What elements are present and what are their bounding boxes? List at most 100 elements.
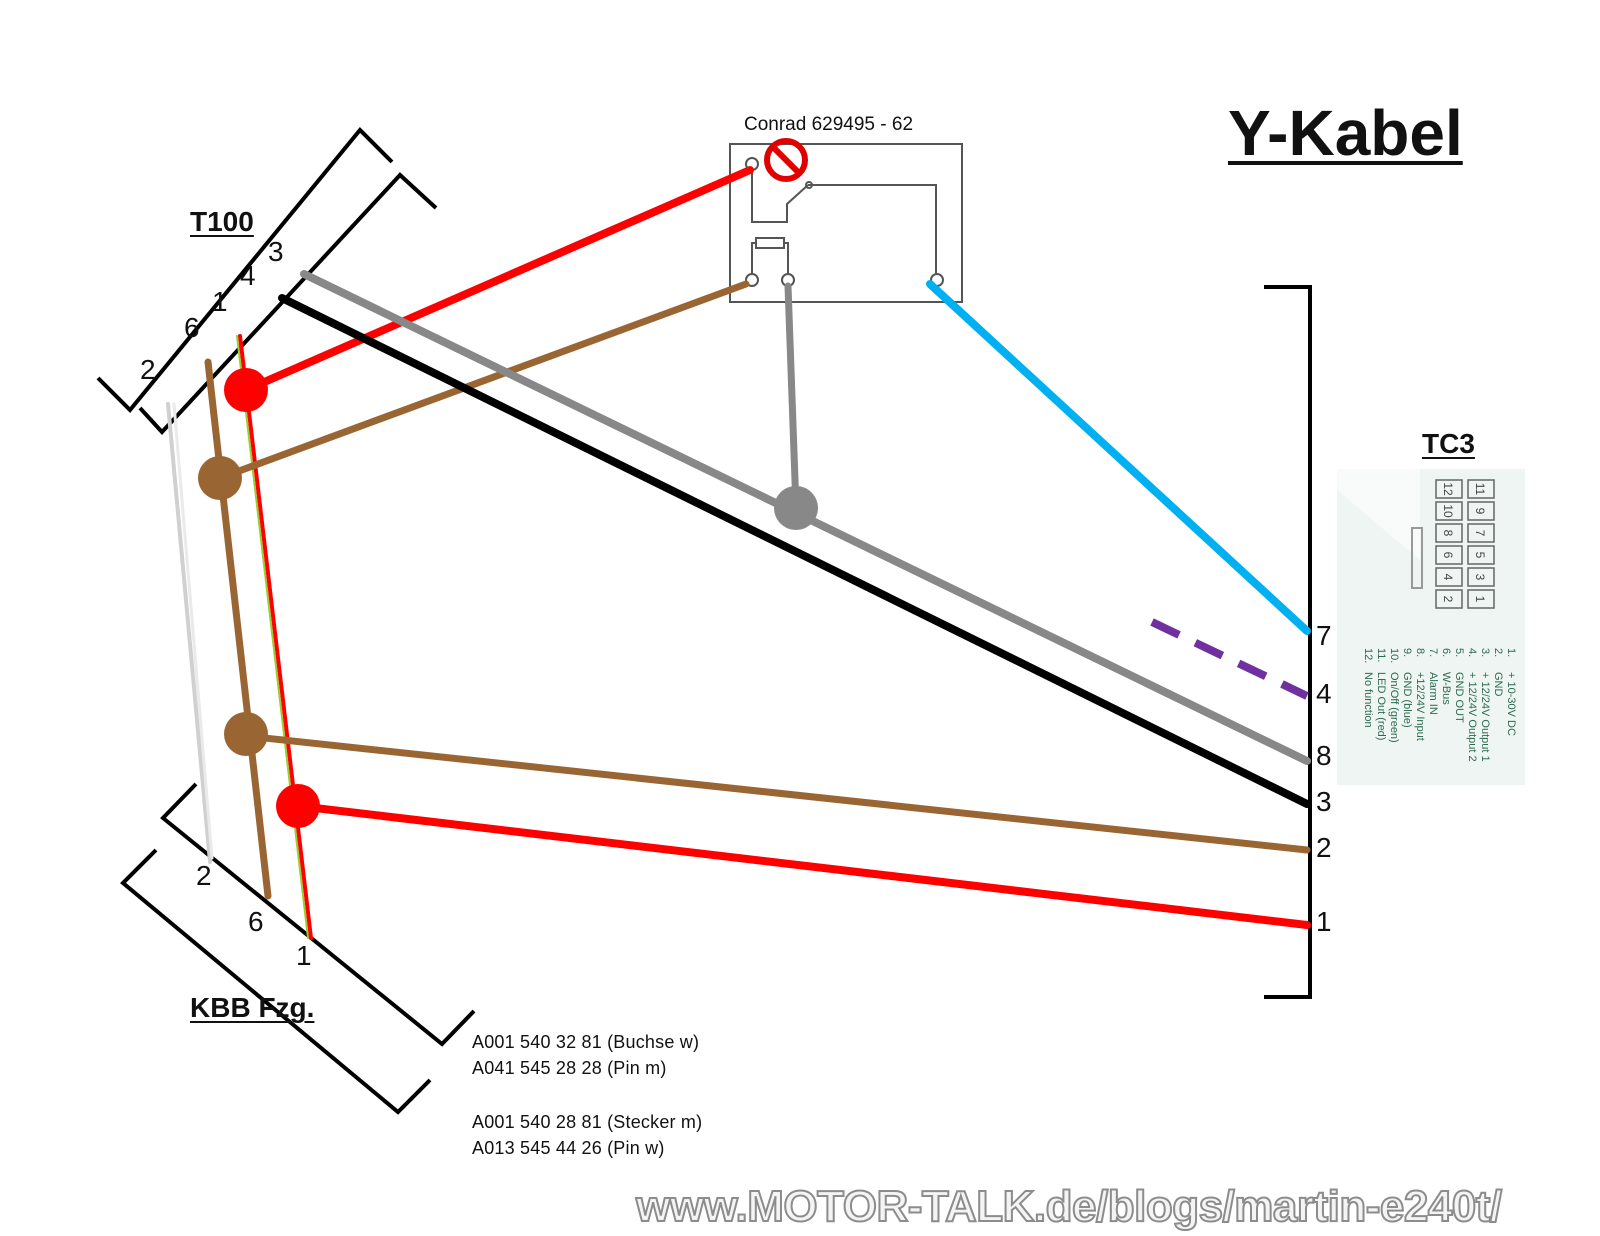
tc3-legend-text: GND <box>1492 672 1504 697</box>
wire-purple-tc3 <box>1150 618 1309 700</box>
tc3-pin-cell <box>1467 523 1495 543</box>
part-number: A041 545 28 28 (Pin m) <box>472 1058 667 1078</box>
kbb-label: KBB Fzg. <box>190 992 315 1023</box>
wire-red-kbb-tc3 <box>294 802 1311 929</box>
tc3-pin-number: 7 <box>1473 530 1487 537</box>
tc3-legend-number: 6. <box>1440 648 1452 657</box>
wire-red-t100-kbb <box>238 334 313 940</box>
tc3-pin-cell <box>1435 589 1463 609</box>
tc3-pin-number: 9 <box>1473 508 1487 515</box>
tc3-legend-number: 4. <box>1466 648 1478 657</box>
wire-gray-relay-splice <box>784 282 800 512</box>
t100-pin: 4 <box>240 260 256 291</box>
tc3-pin-cell <box>1435 523 1463 543</box>
tc3-pin-number: 3 <box>1473 574 1487 581</box>
tc3-pin-number: 6 <box>1441 552 1455 559</box>
wire-white <box>166 402 212 864</box>
tc3-legend-text: Alarm IN <box>1427 672 1439 715</box>
tc3-pin-number: 10 <box>1441 504 1455 518</box>
tc3-pin-cell <box>1467 501 1495 521</box>
wire-brown-t100-kbb <box>204 358 272 900</box>
junction-gray-splice <box>774 486 818 530</box>
tc3-legend-number: 9. <box>1401 648 1413 657</box>
wire-brown-t100-relay <box>216 280 750 482</box>
tc3-legend-text: + 12/24V Output 2 <box>1466 672 1478 762</box>
tc3-pin: 2 <box>1316 832 1332 863</box>
tc3-pin-number: 2 <box>1441 596 1455 603</box>
tc3-pin: 3 <box>1316 786 1332 817</box>
tc3-legend-text: +12/24V Input <box>1414 672 1426 741</box>
tc3-pin-number: 5 <box>1473 552 1487 559</box>
watermark: www.MOTOR-TALK.de/blogs/martin-e240t/ <box>635 1181 1503 1232</box>
wires <box>166 166 1311 940</box>
tc3-legend-number: 10. <box>1388 648 1400 663</box>
junction-brown-bottom <box>224 712 268 756</box>
diagram-title: Y-Kabel <box>1228 97 1463 169</box>
tc3-pin: 1 <box>1316 906 1332 937</box>
tc3-legend-text: On/Off (green) <box>1388 672 1400 743</box>
relay-box <box>729 143 963 303</box>
wire-lightblue-relay-tc3 <box>926 280 1311 635</box>
t100-pin: 6 <box>184 312 200 343</box>
kbb-pin: 1 <box>296 940 312 971</box>
tc3-legend-number: 3. <box>1479 648 1491 657</box>
tc3-pin-cell <box>1467 479 1495 499</box>
tc3-legend-number: 5. <box>1453 648 1465 657</box>
tc3-pin: 7 <box>1316 620 1332 651</box>
tc3-pin-cell <box>1467 545 1495 565</box>
tc3-legend-text: W-Bus <box>1440 672 1452 705</box>
wire-green-stripe <box>236 335 309 939</box>
tc3-pin-number: 11 <box>1473 483 1487 496</box>
tc3-pin-number: 4 <box>1441 574 1455 581</box>
tc3-pin-number: 1 <box>1473 596 1487 603</box>
tc3-pin-cell <box>1435 545 1463 565</box>
t100-label: T100 <box>190 206 254 237</box>
tc3-legend-text: No function <box>1362 672 1374 728</box>
tc3-connector-shape <box>1264 285 1312 999</box>
no-symbol-icon <box>764 138 808 182</box>
part-number: A001 540 28 81 (Stecker m) <box>472 1112 703 1132</box>
t100-connector-shape <box>96 127 438 435</box>
relay-label: Conrad 629495 - 62 <box>744 114 914 135</box>
wire-white-2 <box>172 402 214 860</box>
junction-red-bottom <box>276 784 320 828</box>
tc3-legend-text: + 12/24V Output 1 <box>1479 672 1491 762</box>
tc3-legend-number: 2. <box>1492 648 1504 657</box>
part-number: A013 545 44 26 (Pin w) <box>472 1138 665 1158</box>
wire-red-t100-relay <box>242 166 754 394</box>
tc3-pin-number: 8 <box>1441 530 1455 537</box>
kbb-connector-shape <box>120 782 476 1115</box>
tc3-pin-cell <box>1435 567 1463 587</box>
kbb-pin: 2 <box>196 860 212 891</box>
t100-pin: 3 <box>268 236 284 267</box>
tc3-pin-cell <box>1435 501 1463 521</box>
tc3-pin-cell <box>1467 589 1495 609</box>
tc3-legend-number: 7. <box>1427 648 1439 657</box>
tc3-legend-number: 11. <box>1375 648 1387 662</box>
part-number: A001 540 32 81 (Buchse w) <box>472 1032 700 1052</box>
tc3-pin: 8 <box>1316 740 1332 771</box>
tc3-pin-cell <box>1435 479 1463 499</box>
t100-pin: 2 <box>140 354 156 385</box>
junction-red-top <box>224 368 268 412</box>
wire-brown-kbb-tc3 <box>242 732 1311 854</box>
tc3-label: TC3 <box>1422 428 1475 459</box>
tc3-legend-text: LED Out (red) <box>1375 672 1387 740</box>
tc3-pin-number: 12 <box>1441 482 1455 496</box>
tc3-legend-text: GND (blue) <box>1401 672 1413 728</box>
tc3-legend-text: GND OUT <box>1453 672 1465 723</box>
tc3-pin: 4 <box>1316 678 1332 709</box>
t100-pin: 1 <box>212 286 228 317</box>
wire-black-t100-tc3 <box>278 294 1311 808</box>
tc3-pin-cell <box>1467 567 1495 587</box>
tc3-legend-number: 12. <box>1362 648 1374 663</box>
kbb-pin: 6 <box>248 906 264 937</box>
tc3-legend-text: + 10-30V DC <box>1505 672 1517 736</box>
tc3-pin-grid: 12 11 10 9 8 7 6 5 4 3 2 1 <box>1435 479 1495 609</box>
junction-brown-top <box>198 456 242 500</box>
junctions <box>198 368 818 828</box>
tc3-legend-number: 8. <box>1414 648 1426 657</box>
